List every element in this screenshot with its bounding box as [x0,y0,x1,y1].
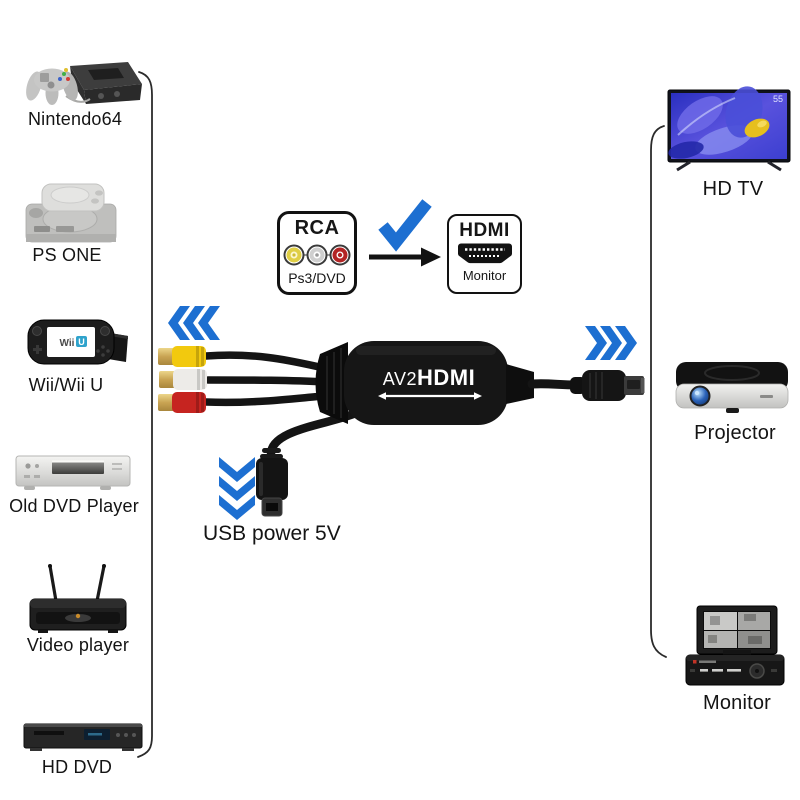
right-bracket-line [650,125,667,658]
converter-print: AV2HDMI [374,365,484,390]
label-hd-tv: HD TV [702,178,764,200]
chevrons-down-icon [219,457,255,520]
converter-print-prefix: AV2 [382,369,417,389]
wiiu-image: Wii U [27,319,128,365]
wiiu-screen-word: Wii [60,338,75,349]
rca-jacks-icon [283,244,351,266]
label-old-dvd: Old DVD Player [9,496,139,516]
tv-size-badge: 55 [773,94,783,104]
hdmi-male-plug [570,370,645,401]
label-nintendo64: Nintendo64 [27,109,123,129]
label-video-player: Video player [26,635,130,655]
hdmi-plug-icon [457,243,512,264]
rca-source-box: RCA Ps3/DVD [277,211,357,295]
hdtv-image: 55 [667,86,791,172]
video-player-image [29,564,127,633]
old-dvd-image [15,455,131,490]
label-hd-dvd: HD DVD [41,757,113,777]
hdmi-box-subtitle: Monitor [462,268,507,283]
projector-image [675,362,789,413]
label-wii-wii-u: Wii/Wii U [28,375,104,395]
rca-box-subtitle: Ps3/DVD [288,270,346,286]
chevrons-right-icon [585,326,637,360]
usb-power-label: USB power 5V [203,522,341,545]
label-ps-one: PS ONE [32,245,102,265]
arrow-right-icon [369,247,441,267]
rca-box-title: RCA [294,217,340,239]
nintendo64-image [26,62,142,105]
label-projector: Projector [694,422,776,444]
label-monitor: Monitor [702,692,772,714]
rca-jack-white [159,369,207,390]
wiiu-screen-letter: U [78,337,85,347]
usb-plug [256,448,288,517]
checkmark-icon [378,199,432,252]
psone-image [25,183,117,243]
hdmi-target-box: HDMI Monitor [447,214,522,294]
hd-dvd-image [23,723,143,751]
converter-device [158,341,645,517]
print-underline-arrow [378,392,482,400]
rca-jack-yellow [158,346,206,367]
left-bracket-line [137,71,153,758]
hdmi-box-title: HDMI [459,220,510,241]
chevrons-left-icon [168,306,220,340]
monitor-image [685,605,785,686]
rca-jack-red [158,392,206,413]
converter-print-suffix: HDMI [416,365,476,390]
